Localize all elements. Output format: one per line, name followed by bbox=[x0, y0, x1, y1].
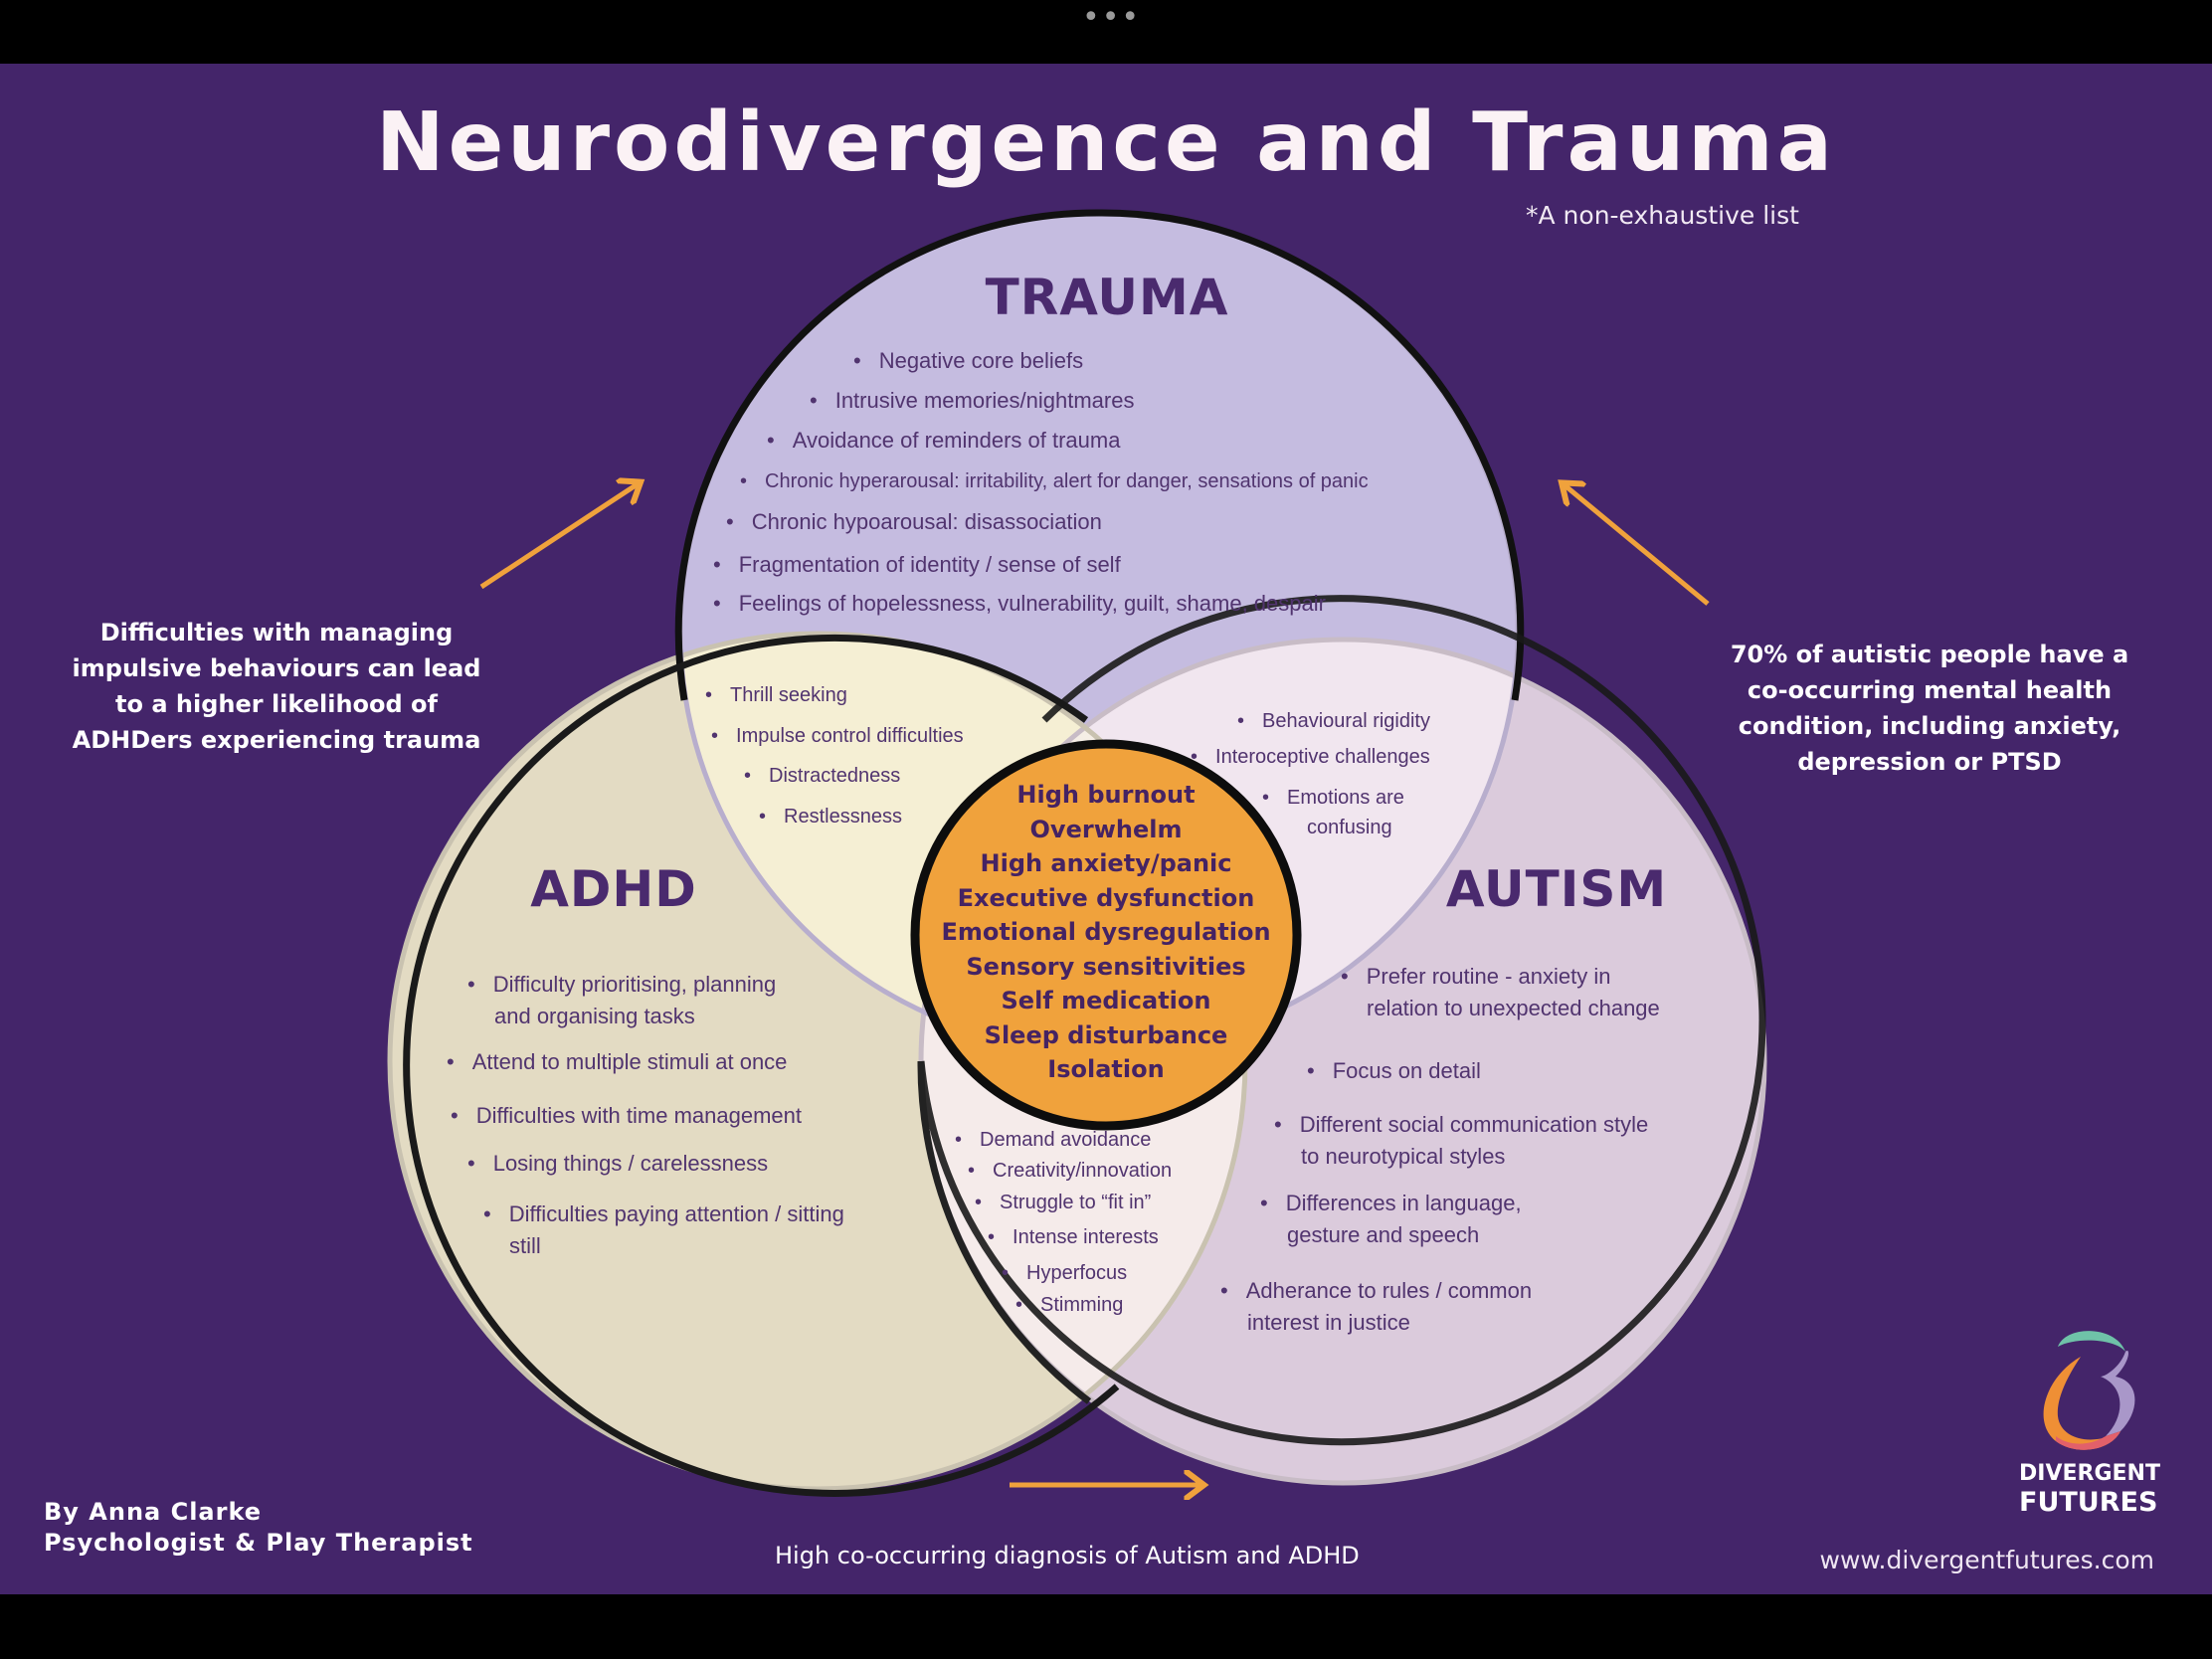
list-item: Impulse control difficulties bbox=[711, 724, 964, 748]
list-item: Differences in language, bbox=[1260, 1191, 1522, 1216]
list-item: Feelings of hopelessness, vulnerability,… bbox=[713, 591, 1326, 617]
list-item: Chronic hypoarousal: disassociation bbox=[726, 509, 1102, 535]
venn-diagram bbox=[387, 209, 2135, 1594]
trauma-heading: TRAUMA bbox=[985, 269, 1229, 326]
list-item: Prefer routine - anxiety in bbox=[1341, 964, 1611, 990]
list-item: Creativity/innovation bbox=[968, 1159, 1172, 1183]
note-line: depression or PTSD bbox=[1797, 748, 2062, 776]
page-title: Neurodivergence and Trauma bbox=[376, 95, 1836, 190]
list-item: Avoidance of reminders of trauma bbox=[767, 428, 1121, 454]
center-item: Executive dysfunction bbox=[957, 883, 1255, 912]
list-item: Struggle to “fit in” bbox=[975, 1191, 1151, 1214]
list-item-continued: and organising tasks bbox=[494, 1004, 695, 1028]
list-item: Hyperfocus bbox=[1002, 1261, 1127, 1285]
list-item: Negative core beliefs bbox=[853, 348, 1083, 374]
list-item: Fragmentation of identity / sense of sel… bbox=[713, 552, 1121, 578]
list-item: Attend to multiple stimuli at once bbox=[447, 1049, 788, 1075]
note-line: Difficulties with managing bbox=[99, 619, 454, 646]
adhd-outer-outline bbox=[403, 634, 1120, 1497]
author-name: By Anna Clarke bbox=[44, 1498, 263, 1526]
arrow-left bbox=[479, 483, 639, 590]
center-item: Isolation bbox=[1047, 1055, 1165, 1083]
more-dots-icon[interactable]: ••• bbox=[1082, 0, 1142, 35]
arrow-right bbox=[1564, 484, 1710, 606]
note-line: impulsive behaviours can lead bbox=[72, 654, 481, 682]
list-item: Interoceptive challenges bbox=[1191, 745, 1430, 769]
note-line: ADHDers experiencing trauma bbox=[72, 726, 481, 754]
center-item: Self medication bbox=[1001, 987, 1211, 1014]
list-item: Difficulties with time management bbox=[451, 1103, 802, 1129]
list-item-continued: interest in justice bbox=[1247, 1310, 1410, 1335]
list-item: Difficulty prioritising, planning bbox=[467, 972, 777, 998]
autism-inner-outline bbox=[917, 1060, 1092, 1404]
list-item: Chronic hyperarousal: irritability, aler… bbox=[740, 469, 1369, 493]
list-item-continued: gesture and speech bbox=[1287, 1222, 1480, 1247]
list-item: Focus on detail bbox=[1307, 1058, 1481, 1084]
autism-outer-outline bbox=[917, 595, 1766, 1446]
list-item-continued: to neurotypical styles bbox=[1301, 1144, 1506, 1169]
center-item: High anxiety/panic bbox=[980, 849, 1232, 877]
infographic: Neurodivergence and Trauma *A non-exhaus… bbox=[0, 64, 2212, 1594]
center-item: Overwhelm bbox=[1029, 815, 1183, 843]
note-line: to a higher likelihood of bbox=[115, 690, 438, 718]
center-item: Emotional dysregulation bbox=[941, 918, 1271, 946]
list-item: Restlessness bbox=[759, 805, 902, 829]
note-line: condition, including anxiety, bbox=[1738, 712, 2121, 740]
author-role: Psychologist & Play Therapist bbox=[44, 1529, 473, 1557]
list-item: Demand avoidance bbox=[955, 1128, 1151, 1152]
note-line: co-occurring mental health bbox=[1747, 676, 2113, 704]
bottom-note: High co-occurring diagnosis of Autism an… bbox=[775, 1542, 1360, 1569]
list-item: Different social communication style bbox=[1274, 1112, 1649, 1138]
list-item: Behavioural rigidity bbox=[1237, 709, 1430, 733]
list-item: Stimming bbox=[1015, 1293, 1123, 1317]
list-item: Difficulties paying attention / sitting bbox=[483, 1201, 844, 1227]
list-item: Adherance to rules / common bbox=[1220, 1278, 1532, 1304]
autism-heading: AUTISM bbox=[1445, 860, 1668, 918]
adhd-heading: ADHD bbox=[530, 860, 697, 918]
website-link[interactable]: www.divergentfutures.com bbox=[1819, 1546, 2155, 1574]
list-item: Distractedness bbox=[744, 764, 900, 788]
list-item-continued: confusing bbox=[1307, 817, 1392, 838]
note-line: 70% of autistic people have a bbox=[1730, 641, 2129, 668]
center-list: High burnout Overwhelm High anxiety/pani… bbox=[887, 778, 1325, 1087]
list-item-continued: still bbox=[509, 1233, 541, 1258]
list-item: Losing things / carelessness bbox=[467, 1151, 768, 1177]
list-item: Thrill seeking bbox=[705, 683, 847, 707]
center-item: Sensory sensitivities bbox=[966, 952, 1246, 981]
center-item: Sleep disturbance bbox=[984, 1020, 1228, 1049]
list-item: Emotions are bbox=[1262, 786, 1404, 810]
subtitle: *A non-exhaustive list bbox=[1526, 201, 1799, 230]
right-note: 70% of autistic people have a co-occurri… bbox=[1731, 637, 2128, 780]
divergent-futures-logo-icon bbox=[2043, 1331, 2135, 1450]
list-item-continued: relation to unexpected change bbox=[1367, 996, 1660, 1020]
trauma-outer-outline bbox=[674, 209, 1525, 701]
center-item: High burnout bbox=[1016, 781, 1196, 809]
list-item: Intense interests bbox=[988, 1225, 1159, 1249]
logo-text-line1: DIVERGENT bbox=[2019, 1461, 2160, 1486]
list-item: Intrusive memories/nightmares bbox=[810, 388, 1135, 414]
logo-text-line2: FUTURES bbox=[2019, 1487, 2158, 1518]
left-note: Difficulties with managing impulsive beh… bbox=[73, 615, 481, 758]
center-circle bbox=[910, 739, 1302, 1131]
